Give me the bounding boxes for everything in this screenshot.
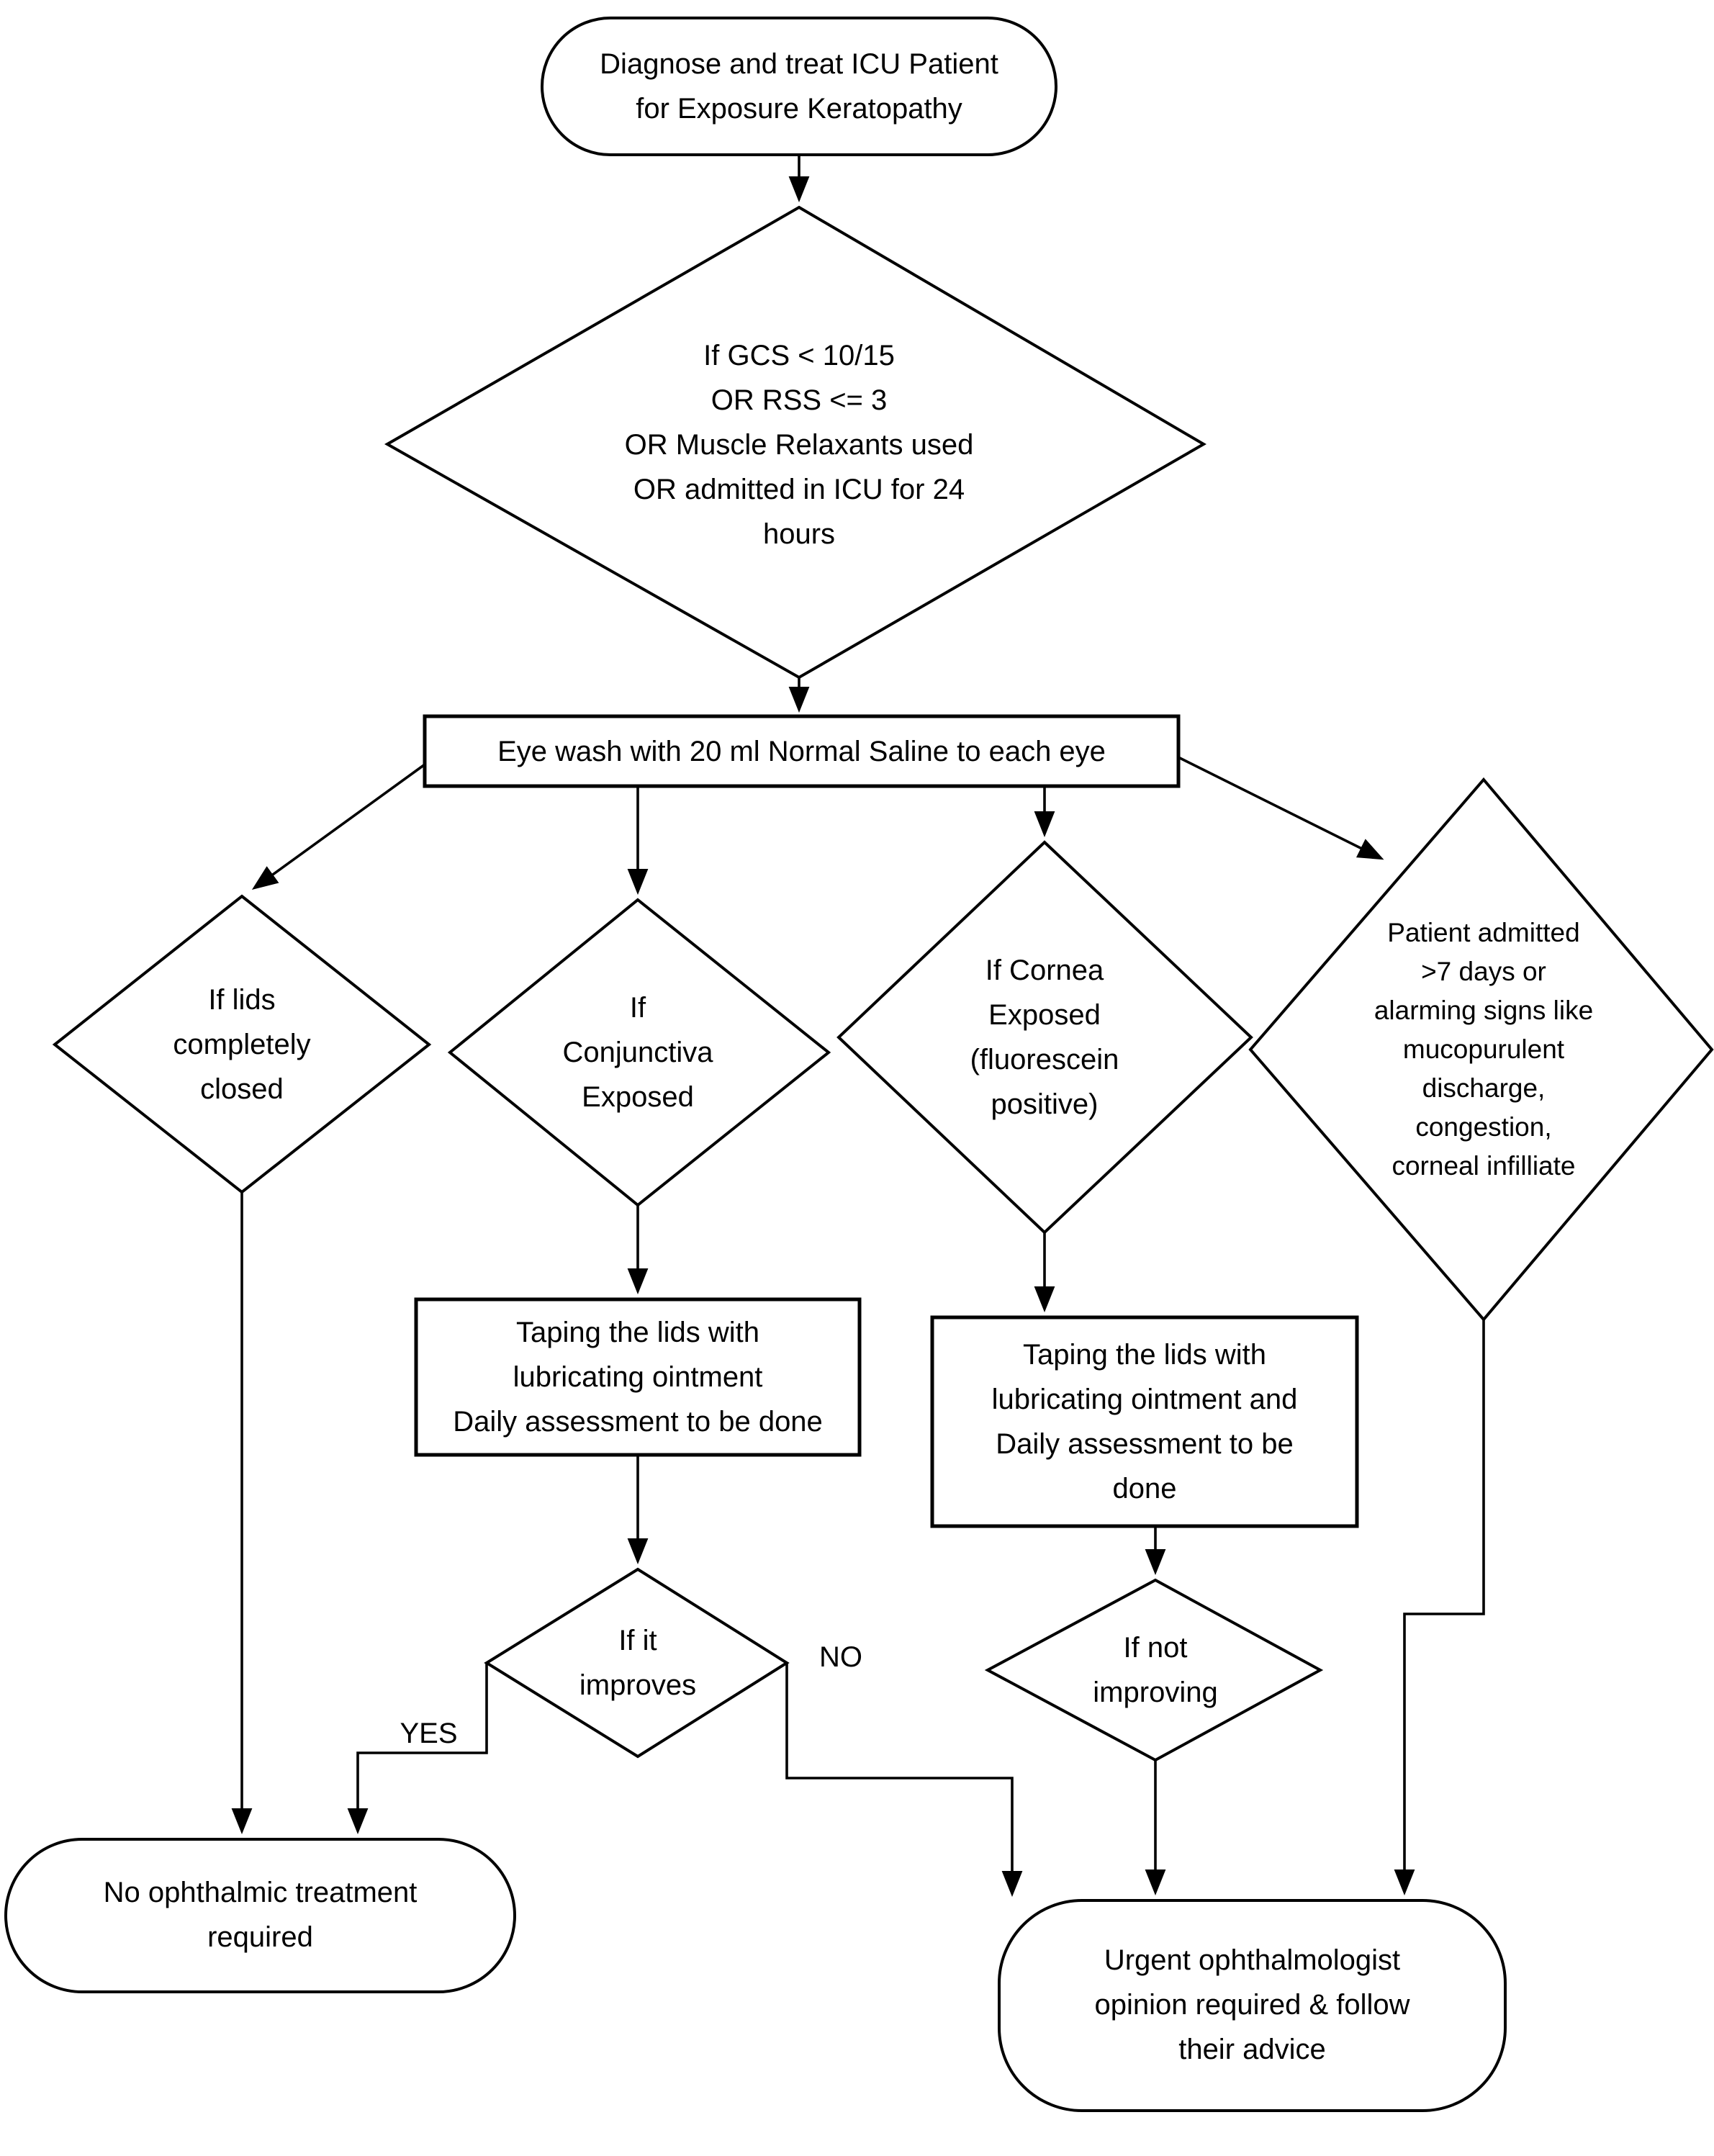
triage-decision-label: If GCS < 10/15 OR RSS <= 3 OR Muscle Rel… bbox=[624, 340, 974, 550]
start-node-shape bbox=[541, 17, 1057, 156]
lids-closed-decision-label: If lids completely closed bbox=[173, 984, 311, 1105]
conjunctiva-decision-label: If Conjunctiva Exposed bbox=[562, 992, 713, 1113]
taping2-process-label: Taping the lids with lubricating ointmen… bbox=[991, 1339, 1298, 1505]
edge-improves-yes-arrow bbox=[347, 1663, 488, 1835]
edge-admitted-to-urgent-arrow bbox=[1394, 1320, 1485, 1896]
edge-improves-no-arrow bbox=[785, 1663, 1023, 1898]
no-treatment-node-shape bbox=[4, 1838, 516, 1993]
urgent-node-label: Urgent ophthalmologist opinion required … bbox=[1094, 1944, 1410, 2065]
edge-label-yes: YES bbox=[400, 1718, 458, 1749]
improves-decision-shape bbox=[484, 1567, 790, 1759]
cornea-decision-shape bbox=[836, 840, 1253, 1235]
lids-closed-decision-shape bbox=[52, 894, 432, 1194]
not-improving-decision-shape bbox=[984, 1578, 1324, 1762]
eyewash-process-label: Eye wash with 20 ml Normal Saline to eac… bbox=[497, 735, 1106, 767]
cornea-decision-label: If Cornea Exposed (fluorescein positive) bbox=[970, 955, 1119, 1120]
admitted-decision-label: Patient admitted >7 days or alarming sig… bbox=[1374, 918, 1594, 1181]
improves-decision-label: If it improves bbox=[579, 1625, 697, 1701]
triage-decision-shape bbox=[384, 205, 1206, 680]
not-improving-decision-label: If not improving bbox=[1093, 1632, 1218, 1708]
edge-eyewash-to-admitted-arrow bbox=[1178, 756, 1384, 860]
edge-eyewash-to-lids-arrow bbox=[251, 763, 426, 890]
taping1-process-label: Taping the lids with lubricating ointmen… bbox=[453, 1317, 823, 1438]
taping1-process-shape bbox=[414, 1297, 862, 1457]
urgent-node-shape bbox=[998, 1899, 1507, 2112]
conjunctiva-decision-shape bbox=[447, 898, 831, 1207]
eyewash-process-shape bbox=[423, 714, 1181, 788]
no-treatment-node-label: No ophthalmic treatment required bbox=[103, 1877, 418, 1953]
start-node-label: Diagnose and treat ICU Patient for Expos… bbox=[600, 48, 998, 125]
admitted-decision-shape bbox=[1248, 777, 1714, 1322]
edge-label-no: NO bbox=[819, 1641, 862, 1673]
taping2-process-shape bbox=[930, 1315, 1359, 1528]
